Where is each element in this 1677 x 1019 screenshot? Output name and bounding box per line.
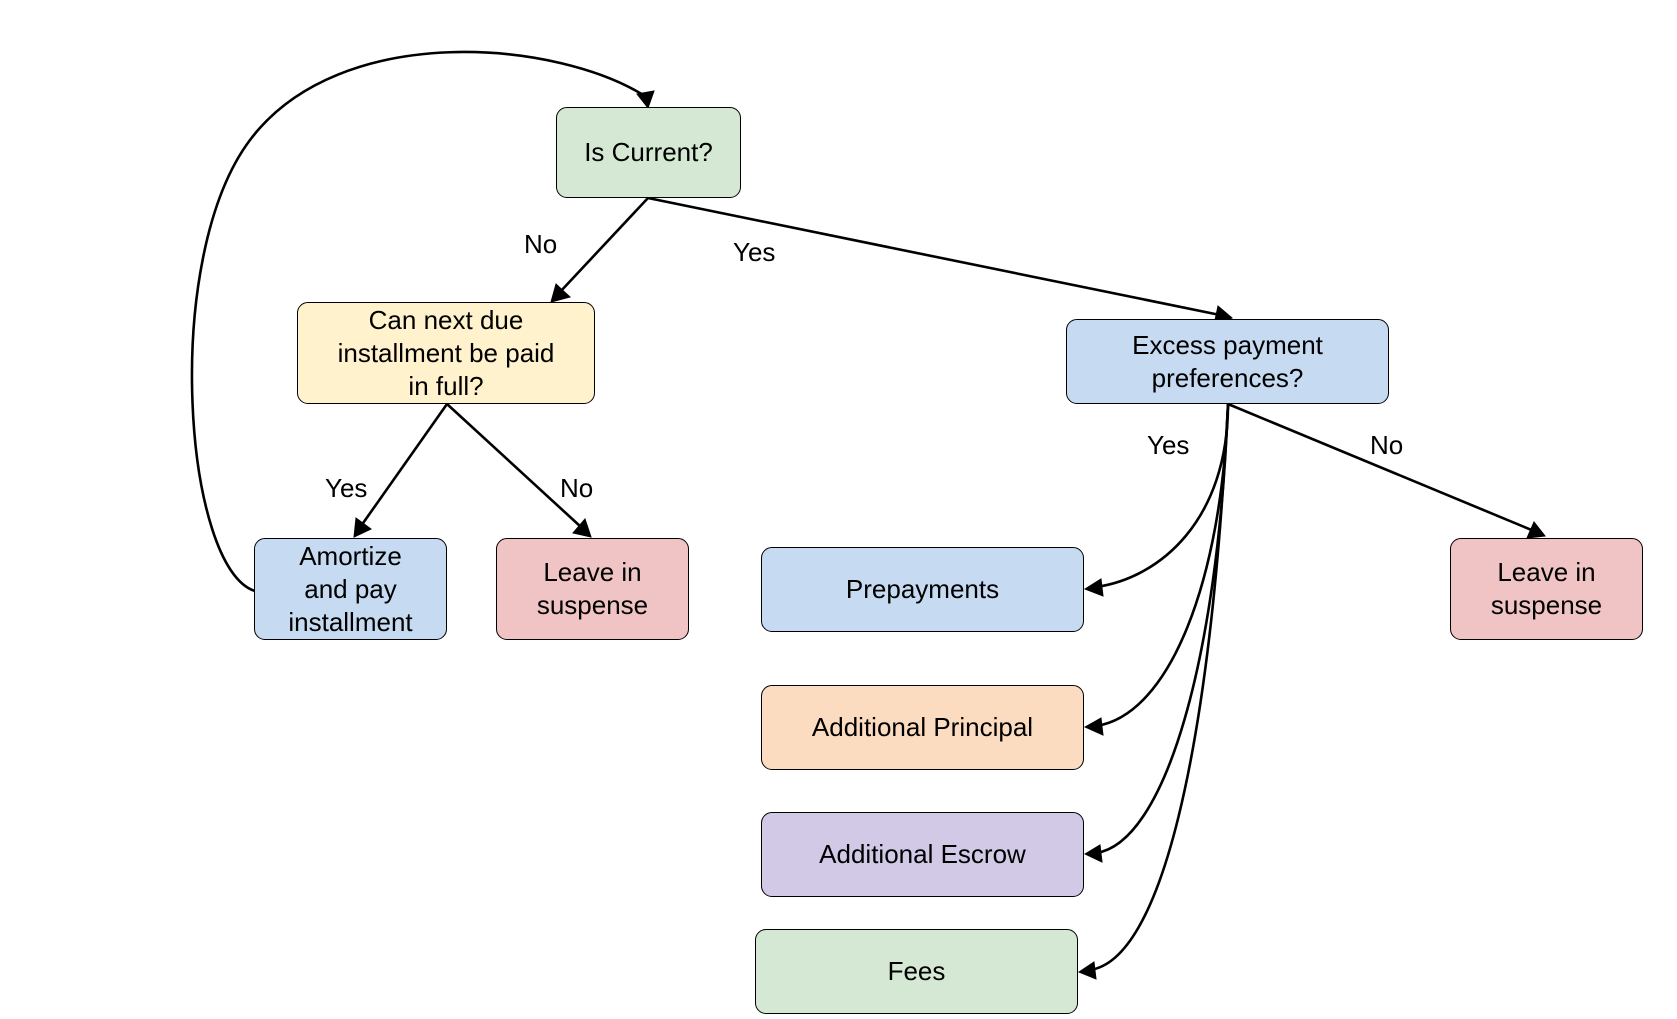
node-amortize: Amortize and pay installment <box>254 538 447 640</box>
edge-label-excess-no: No <box>1370 430 1404 460</box>
edge-can-next-due-to-leave-suspense <box>446 403 582 528</box>
arrowhead <box>1083 717 1104 736</box>
edge-label-is-current-no: No <box>524 229 558 259</box>
node-amortize-label: Amortize and pay installment <box>288 540 413 637</box>
edge-label-is-current-yes: Yes <box>733 237 776 267</box>
node-additional-principal-label: Additional Principal <box>811 712 1034 742</box>
edge-amortize-to-is-current <box>190 50 649 593</box>
edge-excess-to-leave-suspense-right <box>1227 402 1535 533</box>
arrowhead <box>1526 521 1546 539</box>
node-leave-suspense-right-label: Leave in suspense <box>1490 557 1603 620</box>
node-leave-suspense-left-label: Leave in suspense <box>536 557 649 620</box>
node-can-next-due: Can next due installment be paid in full… <box>297 302 595 404</box>
edge-can-next-due-to-amortize <box>359 403 449 527</box>
node-leave-suspense-right: Leave in suspense <box>1450 538 1643 640</box>
arrowhead <box>1083 844 1103 863</box>
node-additional-escrow-label: Additional Escrow <box>819 839 1026 869</box>
arrowhead <box>1083 578 1104 597</box>
node-fees-label: Fees <box>887 956 946 986</box>
node-prepayments-label: Prepayments <box>845 574 1000 604</box>
node-prepayments: Prepayments <box>761 547 1084 632</box>
node-is-current: Is Current? <box>556 107 741 198</box>
node-excess-payment-label: Excess payment preferences? <box>1132 329 1323 393</box>
node-additional-principal: Additional Principal <box>761 685 1084 770</box>
edge-label-can-next-due-no: No <box>560 473 594 503</box>
arrowhead <box>353 517 372 538</box>
node-fees: Fees <box>755 929 1078 1014</box>
edge-label-can-next-due-yes: Yes <box>325 473 368 503</box>
edge-is-current-to-can-next-due <box>559 197 649 293</box>
edge-is-current-to-excess <box>647 196 1221 317</box>
arrowhead <box>550 283 572 303</box>
edge-label-excess-yes: Yes <box>1147 430 1190 460</box>
arrowhead <box>636 90 655 110</box>
edge-excess-to-additional-escrow <box>1095 403 1230 855</box>
node-excess-payment: Excess payment preferences? <box>1066 319 1389 404</box>
arrowhead <box>572 518 592 538</box>
node-is-current-label: Is Current? <box>584 137 713 167</box>
arrowhead <box>1077 961 1097 980</box>
node-additional-escrow: Additional Escrow <box>761 812 1084 897</box>
node-can-next-due-label: Can next due installment be paid in full… <box>337 304 555 401</box>
node-leave-suspense-left: Leave in suspense <box>496 538 689 640</box>
edge-excess-to-fees <box>1089 403 1230 972</box>
